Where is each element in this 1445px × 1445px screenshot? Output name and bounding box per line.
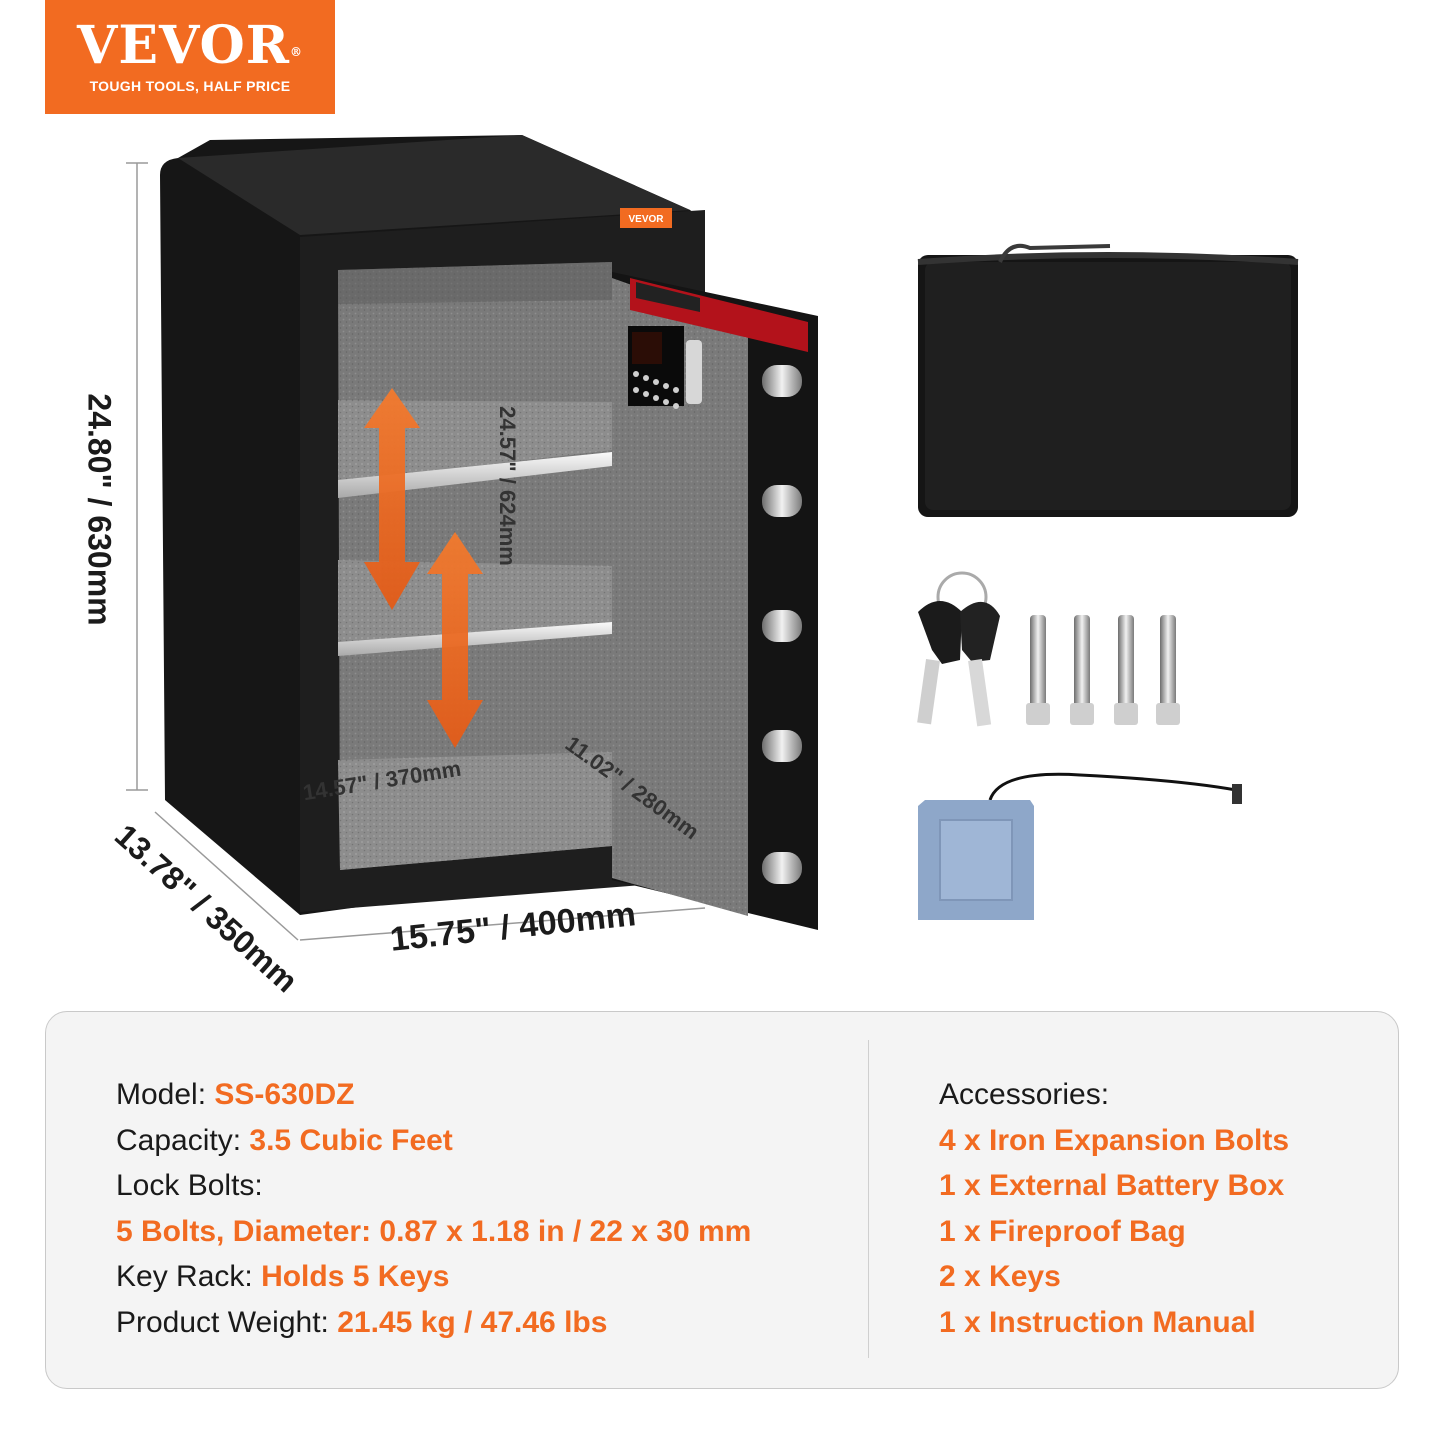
spec-lock-bolts-label: Lock Bolts: xyxy=(116,1169,263,1202)
brand-name: VEVOR xyxy=(77,15,290,76)
accessory-item: 2 x Keys xyxy=(939,1260,1061,1293)
spec-weight-value: 21.45 kg / 47.46 lbs xyxy=(337,1305,608,1339)
specifications-panel: Model: SS-630DZ Capacity: 3.5 Cubic Feet… xyxy=(45,1011,1399,1389)
spec-capacity: Capacity: 3.5 Cubic Feet xyxy=(116,1118,751,1164)
spec-lock-bolts: Lock Bolts: xyxy=(116,1163,751,1209)
accessories-heading: Accessories: xyxy=(939,1078,1110,1111)
accessory-item: 1 x Instruction Manual xyxy=(939,1305,1256,1339)
spec-capacity-label: Capacity: xyxy=(116,1123,242,1157)
spec-lock-bolts-detail: 5 Bolts, Diameter: 0.87 x 1.18 in / 22 x… xyxy=(116,1209,751,1255)
spec-weight: Product Weight: 21.45 kg / 47.46 lbs xyxy=(116,1300,751,1346)
height-dimension-label: 24.80" / 630mm xyxy=(81,393,118,626)
safe-brand-label: VEVOR xyxy=(628,214,664,225)
spec-key-rack-value: Holds 5 Keys xyxy=(261,1260,450,1293)
registered-mark: ® xyxy=(289,45,303,59)
brand-logo: VEVOR® TOUGH TOOLS, HALF PRICE xyxy=(45,0,335,114)
spec-model-label: Model: xyxy=(116,1078,207,1111)
fireproof-bag xyxy=(917,243,1299,517)
safe-door xyxy=(612,272,818,930)
accessory-item: 1 x External Battery Box xyxy=(939,1169,1285,1202)
accessories-list: Accessories: 4 x Iron Expansion Bolts 1 … xyxy=(939,1072,1289,1345)
panel-divider xyxy=(868,1040,869,1358)
accessory-item: 1 x Fireproof Bag xyxy=(939,1214,1186,1248)
keys-illustration xyxy=(917,571,1000,727)
spec-key-rack-label: Key Rack: xyxy=(116,1260,253,1293)
expansion-bolts-illustration xyxy=(1026,615,1180,725)
external-battery-box-illustration xyxy=(918,772,1242,920)
safe-body: VEVOR xyxy=(160,135,705,915)
spec-key-rack: Key Rack: Holds 5 Keys xyxy=(116,1254,751,1300)
spec-lock-bolts-value: 5 Bolts, Diameter: 0.87 x 1.18 in / 22 x… xyxy=(116,1214,752,1248)
specifications-list: Model: SS-630DZ Capacity: 3.5 Cubic Feet… xyxy=(116,1072,751,1345)
safe-illustration: VEVOR xyxy=(126,135,1299,941)
adjustable-shelf-arrows xyxy=(364,388,483,748)
brand-tagline: TOUGH TOOLS, HALF PRICE xyxy=(89,78,291,94)
spec-capacity-value: 3.5 Cubic Feet xyxy=(249,1123,453,1157)
spec-weight-label: Product Weight: xyxy=(116,1305,329,1339)
lock-bolts xyxy=(762,365,802,884)
product-illustration: VEVOR xyxy=(0,120,1445,1010)
inner-height-dimension-label: 24.57" / 624mm xyxy=(495,406,520,566)
accessory-item: 4 x Iron Expansion Bolts xyxy=(939,1123,1290,1157)
spec-model: Model: SS-630DZ xyxy=(116,1072,751,1118)
spec-model-value: SS-630DZ xyxy=(214,1078,355,1111)
